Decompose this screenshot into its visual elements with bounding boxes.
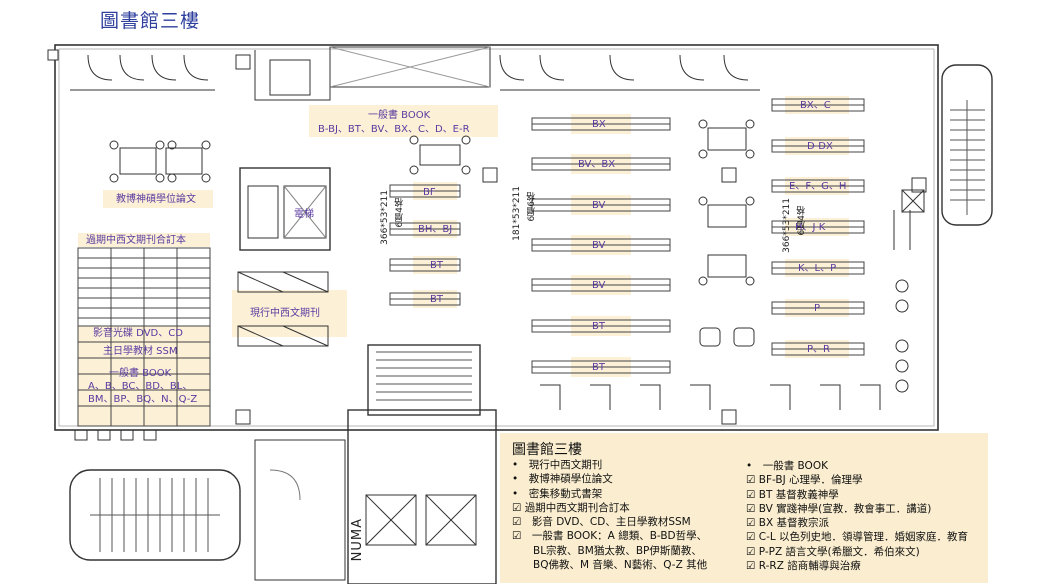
column (47, 49, 59, 61)
books-top-zone (309, 105, 498, 137)
books-top-label-2: B-BJ、BT、BV、BX、C、D、E-R (318, 124, 470, 135)
sunday-school-label: 主日學教材 SSM (103, 346, 178, 357)
shelf-label-middle: BV (592, 240, 606, 251)
legend-item: • 現行中西文期刊 (512, 459, 603, 471)
legend-item: ☑ 一般書 BOOK：A 總類、B-BD哲學、 (512, 530, 708, 543)
legend-item: ☑ BT 基督教義神學 (746, 488, 839, 501)
legend-item: ☑ 過期中西文期刊合訂本 (512, 501, 630, 514)
legend-item: ☑ C-L 以色列史地．領導管理．婚姻家庭．教育 (746, 531, 969, 544)
column (482, 167, 498, 183)
legend-item: ☑ R-RZ 諮商輔導與治療 (746, 560, 861, 573)
legend-item: • 一般書 BOOK (746, 460, 828, 472)
legend-title: 圖書館三樓 (512, 442, 582, 458)
center-stair (367, 344, 481, 416)
elevator-label: 電梯 (294, 209, 314, 220)
dim-left-sub-label: 6層4格 (395, 198, 405, 228)
shelf-label-right: E、F、G、H (789, 181, 847, 192)
shelf-label-right: BX、C (800, 100, 831, 111)
shelf-label-middle: BT (592, 321, 605, 332)
right-stair (941, 64, 993, 226)
books-top-label-1: 一般書 BOOK (368, 110, 431, 121)
bound-periodicals-label: 過期中西文期刊合訂本 (86, 235, 186, 246)
column (911, 177, 927, 193)
av-label: 影音光碟 DVD、CD (93, 328, 183, 339)
numa-label: NUMA (350, 518, 365, 562)
dim-left-label: 366*53*211 (380, 190, 390, 245)
legend-item: ☑ BX 基督教宗派 (746, 517, 829, 530)
legend-box: 圖書館三樓 • 現行中西文期刊 • 教博神碩學位論文 • 密集移動式書架 ☑ 過… (500, 433, 988, 583)
left-stair (69, 469, 241, 561)
shelf-label-middle: BV (592, 280, 606, 291)
legend-right-list: • 一般書 BOOK ☑ BF-BJ 心理學．倫理學 ☑ BT 基督教義神學 ☑… (746, 459, 968, 573)
thesis-zone (103, 190, 213, 208)
elevator-shaft (239, 167, 331, 251)
dim-right-label: 366*53*211 (782, 198, 792, 253)
legend-left-list: • 現行中西文期刊 • 教博神碩學位論文 • 密集移動式書架 ☑ 過期中西文期刊… (512, 458, 707, 572)
thesis-label: 教博神碩學位論文 (116, 194, 196, 205)
page-title: 圖書館三樓 (100, 10, 201, 32)
shelf-label-right: K、L、P (798, 263, 837, 274)
legend-item: BL宗教、BM猶太教、BP伊斯蘭教、 (512, 544, 702, 557)
dim-mid-label: 181*53*211 (512, 186, 522, 241)
books-left-label-3: BM、BP、BQ、N、Q-Z (88, 394, 198, 405)
shelf-label-middle: BT (592, 362, 605, 373)
column (721, 409, 737, 425)
shelf-label-left: BT (430, 260, 443, 271)
legend-item: • 密集移動式書架 (512, 487, 603, 500)
current-periodicals-label: 現行中西文期刊 (250, 308, 320, 319)
books-left-label-2: A、B、BC、BD、BL、 (88, 381, 193, 392)
legend-item: BQ佛教、M 音樂、N藝術、Q-Z 其他 (512, 559, 708, 572)
bound-periodicals-zone (78, 233, 210, 247)
shelf-label-right: D-DX (807, 141, 833, 152)
legend-item: ☑ P-PZ 語言文學(希臘文．希伯來文) (746, 545, 920, 558)
shelf-label-left: BH、BJ (418, 224, 453, 235)
column (235, 54, 251, 70)
shelf-label-left: BF (423, 187, 436, 198)
shelf-label-right: H、J-K (795, 222, 826, 233)
shelf-label-middle: BV、BX (578, 159, 616, 170)
legend-item: ☑ BV 實踐神學(宣教．教會事工．講道) (746, 502, 932, 515)
shelf-label-right: P、R (807, 344, 830, 355)
shelf-label-middle: BX (592, 119, 606, 130)
column (235, 409, 251, 425)
dim-mid-sub-label: 6層6格 (527, 192, 537, 222)
legend-item: ☑ 影音 DVD、CD、主日學教材SSM (512, 516, 691, 529)
shelf-label-right: P (814, 303, 821, 314)
column (721, 167, 737, 183)
legend-item: ☑ BF-BJ 心理學．倫理學 (746, 474, 863, 487)
shelf-label-middle: BV (592, 200, 606, 211)
books-left-label-1: 一般書 BOOK (109, 368, 172, 379)
shelf-label-left: BT (430, 294, 443, 305)
legend-item: • 教博神碩學位論文 (512, 473, 613, 486)
